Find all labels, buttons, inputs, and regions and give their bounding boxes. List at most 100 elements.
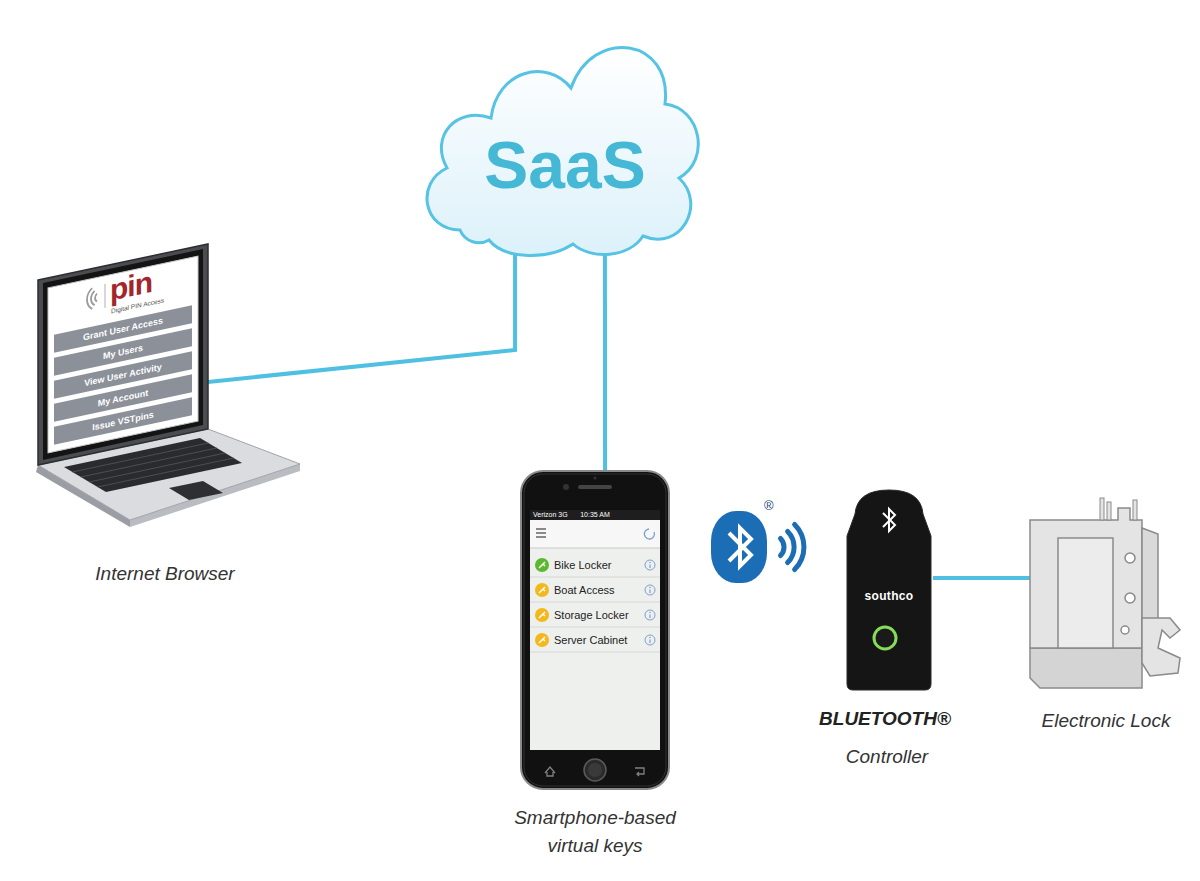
status-ring <box>874 627 896 649</box>
bluetooth-symbol <box>711 511 804 583</box>
info-glyph <box>649 565 650 569</box>
virtual-key-name: Bike Locker <box>554 554 644 576</box>
info-icon <box>645 585 655 595</box>
phone-camera <box>563 484 569 490</box>
phone-bezel <box>524 474 666 786</box>
lock-latch <box>1142 618 1180 676</box>
key-badge <box>535 608 549 622</box>
connector-line <box>933 576 1030 580</box>
menu-icon-bar <box>536 528 546 530</box>
phone-sensor <box>594 477 597 480</box>
smartphone-node: Verizon 3G 10:35 AM Bike LockerBoat Access… <box>520 470 670 790</box>
info-glyph <box>649 640 650 644</box>
lock-hole <box>1121 626 1129 634</box>
menu-icon-bar <box>536 536 546 538</box>
nav-back-icon <box>635 768 644 776</box>
phone-speaker <box>578 485 612 489</box>
info-glyph <box>649 590 650 594</box>
cloud-node: SaaS <box>415 18 705 258</box>
info-dot <box>649 587 651 589</box>
status-time: 10:35 AM <box>580 511 610 519</box>
row-rule <box>530 602 660 603</box>
device-caption: Internet Browser <box>95 563 234 585</box>
key-badge <box>535 558 549 572</box>
keyboard-row <box>89 453 225 482</box>
logo-wave <box>95 294 97 302</box>
info-glyph <box>649 615 650 619</box>
device-caption: Electronic Lock <box>1042 710 1171 732</box>
key-glyph <box>539 587 545 593</box>
lock-terminal <box>1133 500 1137 520</box>
controller-node: southcoBLUETOOTH®Controller <box>845 486 933 692</box>
app-screen-art <box>530 510 660 750</box>
device-caption: BLUETOOTH® <box>819 708 951 730</box>
signal-wave <box>788 531 794 562</box>
status-carrier: Verizon 3G <box>533 511 568 519</box>
laptop-trackpad <box>169 481 223 500</box>
row-rule <box>530 577 660 578</box>
home-button <box>584 759 606 781</box>
connector-line <box>208 254 515 382</box>
lock-base <box>1030 648 1142 688</box>
refresh-icon <box>644 529 654 539</box>
key-glyph <box>539 612 545 618</box>
screen-background <box>48 256 198 453</box>
signal-wave <box>795 524 804 569</box>
info-icon <box>645 610 655 620</box>
browser-screen: pinDigital PIN AccessGrant User AccessMy… <box>48 256 198 453</box>
key-glyph <box>539 637 545 643</box>
row-rule <box>530 652 660 653</box>
lock-plate <box>1030 508 1142 648</box>
phone-body <box>521 471 669 789</box>
app-header <box>530 520 660 548</box>
info-dot <box>649 637 651 639</box>
nav-home-icon <box>545 767 555 776</box>
lock-face <box>1058 538 1113 648</box>
menu-icon-bar <box>536 532 546 534</box>
info-icon <box>645 635 655 645</box>
lock-node: Electronic Lock <box>1030 498 1182 693</box>
laptop-lid <box>38 244 208 465</box>
keyboard-row <box>98 458 234 487</box>
home-button-face <box>588 763 602 777</box>
info-dot <box>649 562 651 564</box>
lock-terminal <box>1100 498 1104 520</box>
bluetooth-badge <box>711 511 767 583</box>
device-caption: Controller <box>846 746 928 768</box>
app-screen: Verizon 3G 10:35 AM Bike LockerBoat Access… <box>530 510 660 750</box>
laptop-node: pinDigital PIN AccessGrant User AccessMy… <box>38 244 208 465</box>
device-caption: Smartphone-based virtual keys <box>490 804 700 860</box>
bluetooth-rune <box>729 528 751 566</box>
key-badge <box>535 583 549 597</box>
phone-screen-frame <box>530 510 660 750</box>
key-badge <box>535 633 549 647</box>
controller-illustration <box>845 486 933 692</box>
registered-mark: ® <box>764 499 774 514</box>
status-bar <box>530 510 660 520</box>
laptop-bezel <box>43 249 203 460</box>
key-glyph <box>539 562 545 568</box>
info-dot <box>649 612 651 614</box>
cloud-outline <box>427 47 698 255</box>
virtual-key-name: Storage Locker <box>554 604 644 626</box>
virtual-key-name: Server Cabinet <box>554 629 644 651</box>
logo-rule <box>104 284 105 308</box>
lock-hole <box>1125 553 1135 563</box>
lock-hole <box>1125 593 1135 603</box>
info-icon <box>645 560 655 570</box>
connector-line <box>603 254 607 470</box>
app-background <box>530 510 660 750</box>
signal-wave <box>781 539 785 556</box>
logo-wave <box>87 288 92 310</box>
brand-name: southco <box>865 590 914 604</box>
lock-terminal <box>1107 502 1111 520</box>
controller-body <box>847 490 931 690</box>
cloud-title: SaaS <box>484 132 645 198</box>
lock-illustration <box>1030 498 1182 693</box>
controller-bluetooth-rune <box>883 509 895 531</box>
virtual-key-name: Boat Access <box>554 579 644 601</box>
header-rule <box>530 548 660 549</box>
logo-wave <box>91 291 95 306</box>
row-rule <box>530 627 660 628</box>
